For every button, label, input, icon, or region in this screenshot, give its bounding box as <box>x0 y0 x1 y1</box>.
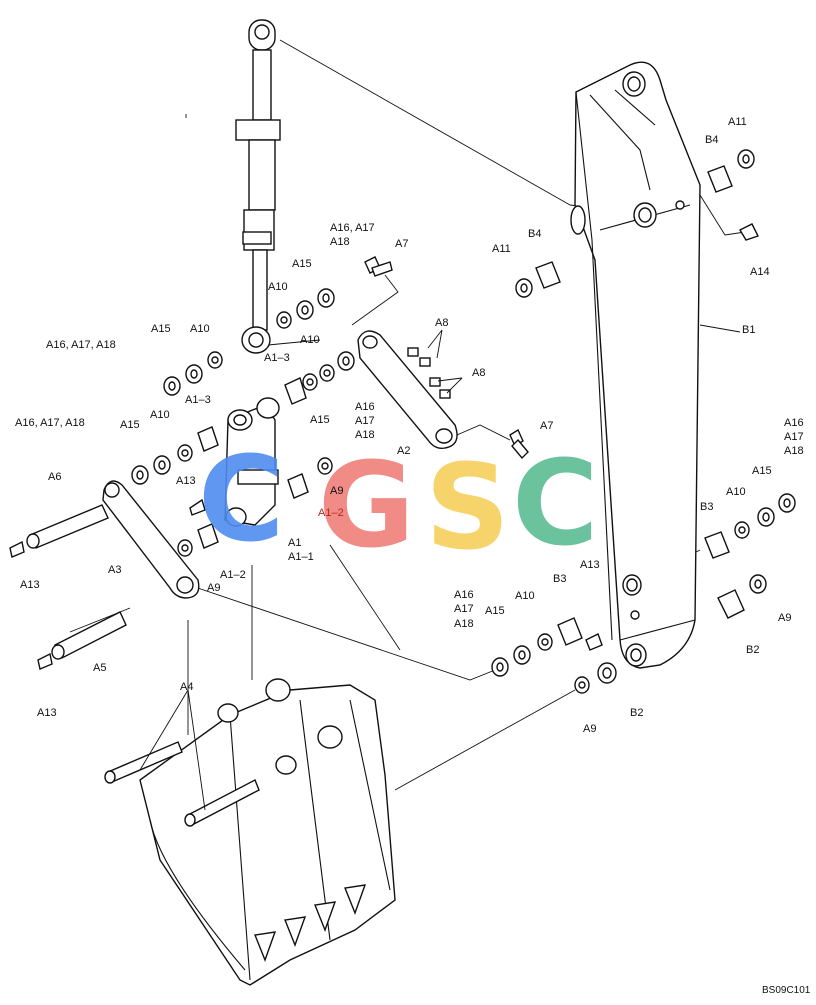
label-b3-right: B3 <box>700 501 713 513</box>
label-b2-right: B2 <box>746 644 759 656</box>
label-a16-top-2: A18 <box>330 236 350 248</box>
label-a1-2-red: A1–2 <box>318 507 344 519</box>
watermark-letter-2: G <box>318 436 415 574</box>
label-a8-2: A8 <box>472 367 485 379</box>
label-a10-r: A10 <box>300 334 320 346</box>
pins <box>9 498 206 670</box>
label-a16-mid: A16, A17, A18 <box>15 417 85 429</box>
label-a1-3-top: A1–3 <box>264 352 290 364</box>
label-a15-left: A15 <box>151 323 171 335</box>
label-leaders <box>139 114 741 811</box>
label-a15-mid: A15 <box>120 419 140 431</box>
label-a1: A1 <box>288 537 301 549</box>
label-a9-link: A9 <box>207 582 220 594</box>
watermark-letter-3: S <box>425 438 510 576</box>
watermark: C G S C <box>198 430 599 576</box>
bucket <box>104 678 396 986</box>
label-a10-cyl: A10 <box>268 281 288 293</box>
label-a13-c: A13 <box>580 559 600 571</box>
label-a14: A14 <box>750 266 770 278</box>
label-b3-c: B3 <box>553 573 566 585</box>
label-a7-top: A7 <box>395 238 408 250</box>
link-a2 <box>357 330 458 450</box>
label-a10-mid: A10 <box>150 409 170 421</box>
label-a1-1: A1–1 <box>288 551 314 563</box>
bucket-cylinder <box>235 19 281 354</box>
label-a9-right: A9 <box>330 485 343 497</box>
label-a15-b: A15 <box>752 465 772 477</box>
label-a11-right: A11 <box>728 116 747 128</box>
label-a16-top-1: A16, A17 <box>330 222 375 234</box>
label-a9-c: A9 <box>583 723 596 735</box>
label-a10-b: A10 <box>726 486 746 498</box>
label-a1-3-low: A1–3 <box>185 394 211 406</box>
label-b2-c: B2 <box>630 707 643 719</box>
label-a4: A4 <box>180 681 193 693</box>
part-labels: A16, A17, A18 A15 A10 A16, A17, A18 A15 … <box>15 116 804 735</box>
label-a16-v2: A16 <box>784 417 804 429</box>
drawing-code: BS09C101 <box>762 985 811 996</box>
label-a10-c: A10 <box>515 590 535 602</box>
label-a3: A3 <box>108 564 121 576</box>
watermark-letter-4: C <box>512 434 599 572</box>
label-b1: B1 <box>742 324 755 336</box>
label-a15-cyl: A15 <box>292 258 312 270</box>
label-a17-v3: A17 <box>454 603 474 615</box>
label-b4-left: B4 <box>528 228 541 240</box>
label-a8-1: A8 <box>435 317 448 329</box>
label-a6: A6 <box>48 471 61 483</box>
label-a10-left: A10 <box>190 323 210 335</box>
link-a3 <box>102 480 200 599</box>
link-a1 <box>224 397 280 527</box>
label-a15-r: A15 <box>310 414 330 426</box>
label-a18-v3: A18 <box>454 618 474 630</box>
label-b4-right: B4 <box>705 134 718 146</box>
label-a15-c: A15 <box>485 605 505 617</box>
label-a5: A5 <box>93 662 106 674</box>
watermark-letter-1: C <box>198 430 285 568</box>
label-a16-v3: A16 <box>454 589 474 601</box>
label-a2: A2 <box>397 445 410 457</box>
label-a16-v1: A16 <box>355 401 375 413</box>
label-a18-v2: A18 <box>784 445 804 457</box>
label-a16-left: A16, A17, A18 <box>46 339 116 351</box>
label-a17-v2: A17 <box>784 431 804 443</box>
label-a11-left: A11 <box>492 243 511 255</box>
label-a13-pin2: A13 <box>37 707 57 719</box>
boom <box>570 61 701 669</box>
label-a13-pin1: A13 <box>20 579 40 591</box>
label-a17-v1: A17 <box>355 415 375 427</box>
label-a1-2-low: A1–2 <box>220 569 246 581</box>
label-a18-v1: A18 <box>355 429 375 441</box>
small-parts <box>131 149 796 694</box>
label-a7-low: A7 <box>540 420 553 432</box>
label-a13-stud: A13 <box>176 475 196 487</box>
label-a9-b: A9 <box>778 612 791 624</box>
